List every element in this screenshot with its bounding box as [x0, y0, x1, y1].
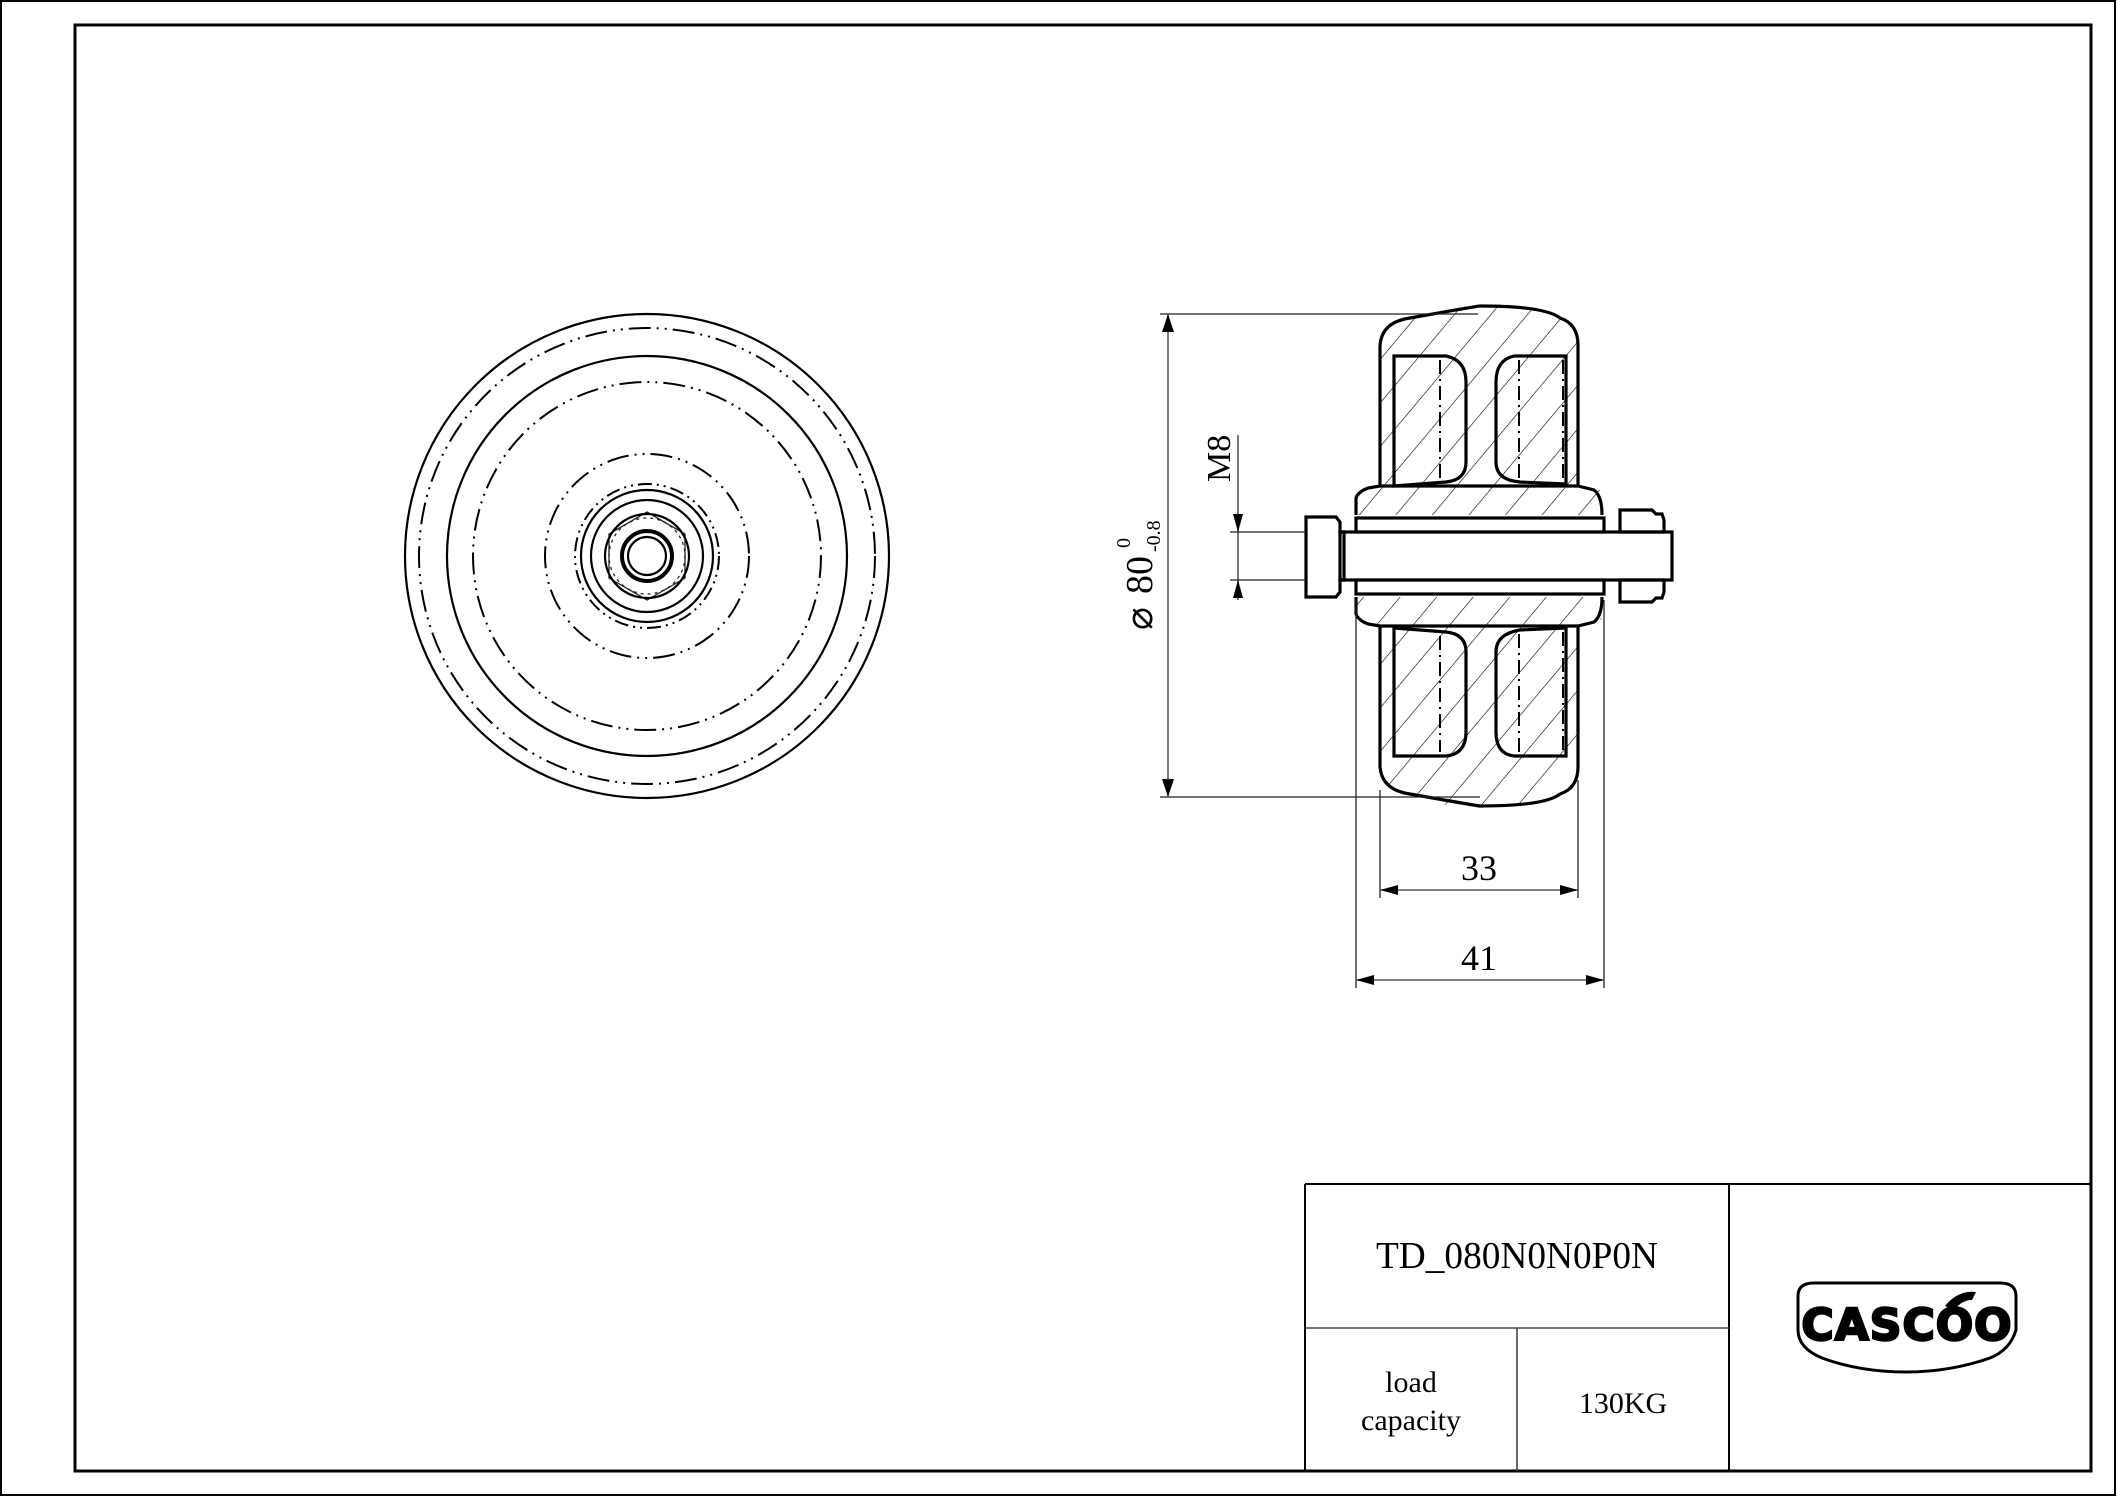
diameter-tolerance-upper: 0: [1113, 538, 1135, 548]
load-capacity-value: 130KG: [1579, 1387, 1667, 1420]
load-capacity-label-line2: capacity: [1361, 1404, 1461, 1437]
dimension-diameter: ⌀ 80 0 -0.8: [1113, 313, 1480, 798]
logo-text: CASCOO: [1801, 1300, 2012, 1351]
section-view: [1304, 304, 1674, 808]
dimension-overall-width: 41: [1355, 600, 1605, 988]
logo-bird-icon: [1945, 1291, 1976, 1310]
tread-width-label: 33: [1461, 848, 1497, 888]
overall-width-label: 41: [1461, 938, 1497, 978]
inner-frame: [73, 23, 2093, 1473]
part-number: TD_080N0N0P0N: [1376, 1235, 1658, 1277]
diameter-tolerance-lower: -0.8: [1143, 520, 1165, 552]
brand-logo: CASCOO: [1796, 1281, 2018, 1374]
thread-label: M8: [1201, 435, 1238, 482]
diameter-symbol: ⌀: [1119, 607, 1161, 630]
dimension-thread: M8: [1201, 435, 1306, 600]
load-capacity-label-line1: load: [1385, 1366, 1437, 1399]
dimension-tread-width: 33: [1379, 780, 1579, 898]
diameter-value: 80: [1119, 556, 1161, 594]
title-block: TD_080N0N0P0N load capacity 130KG: [1304, 1183, 2091, 1471]
front-view: [403, 312, 891, 800]
